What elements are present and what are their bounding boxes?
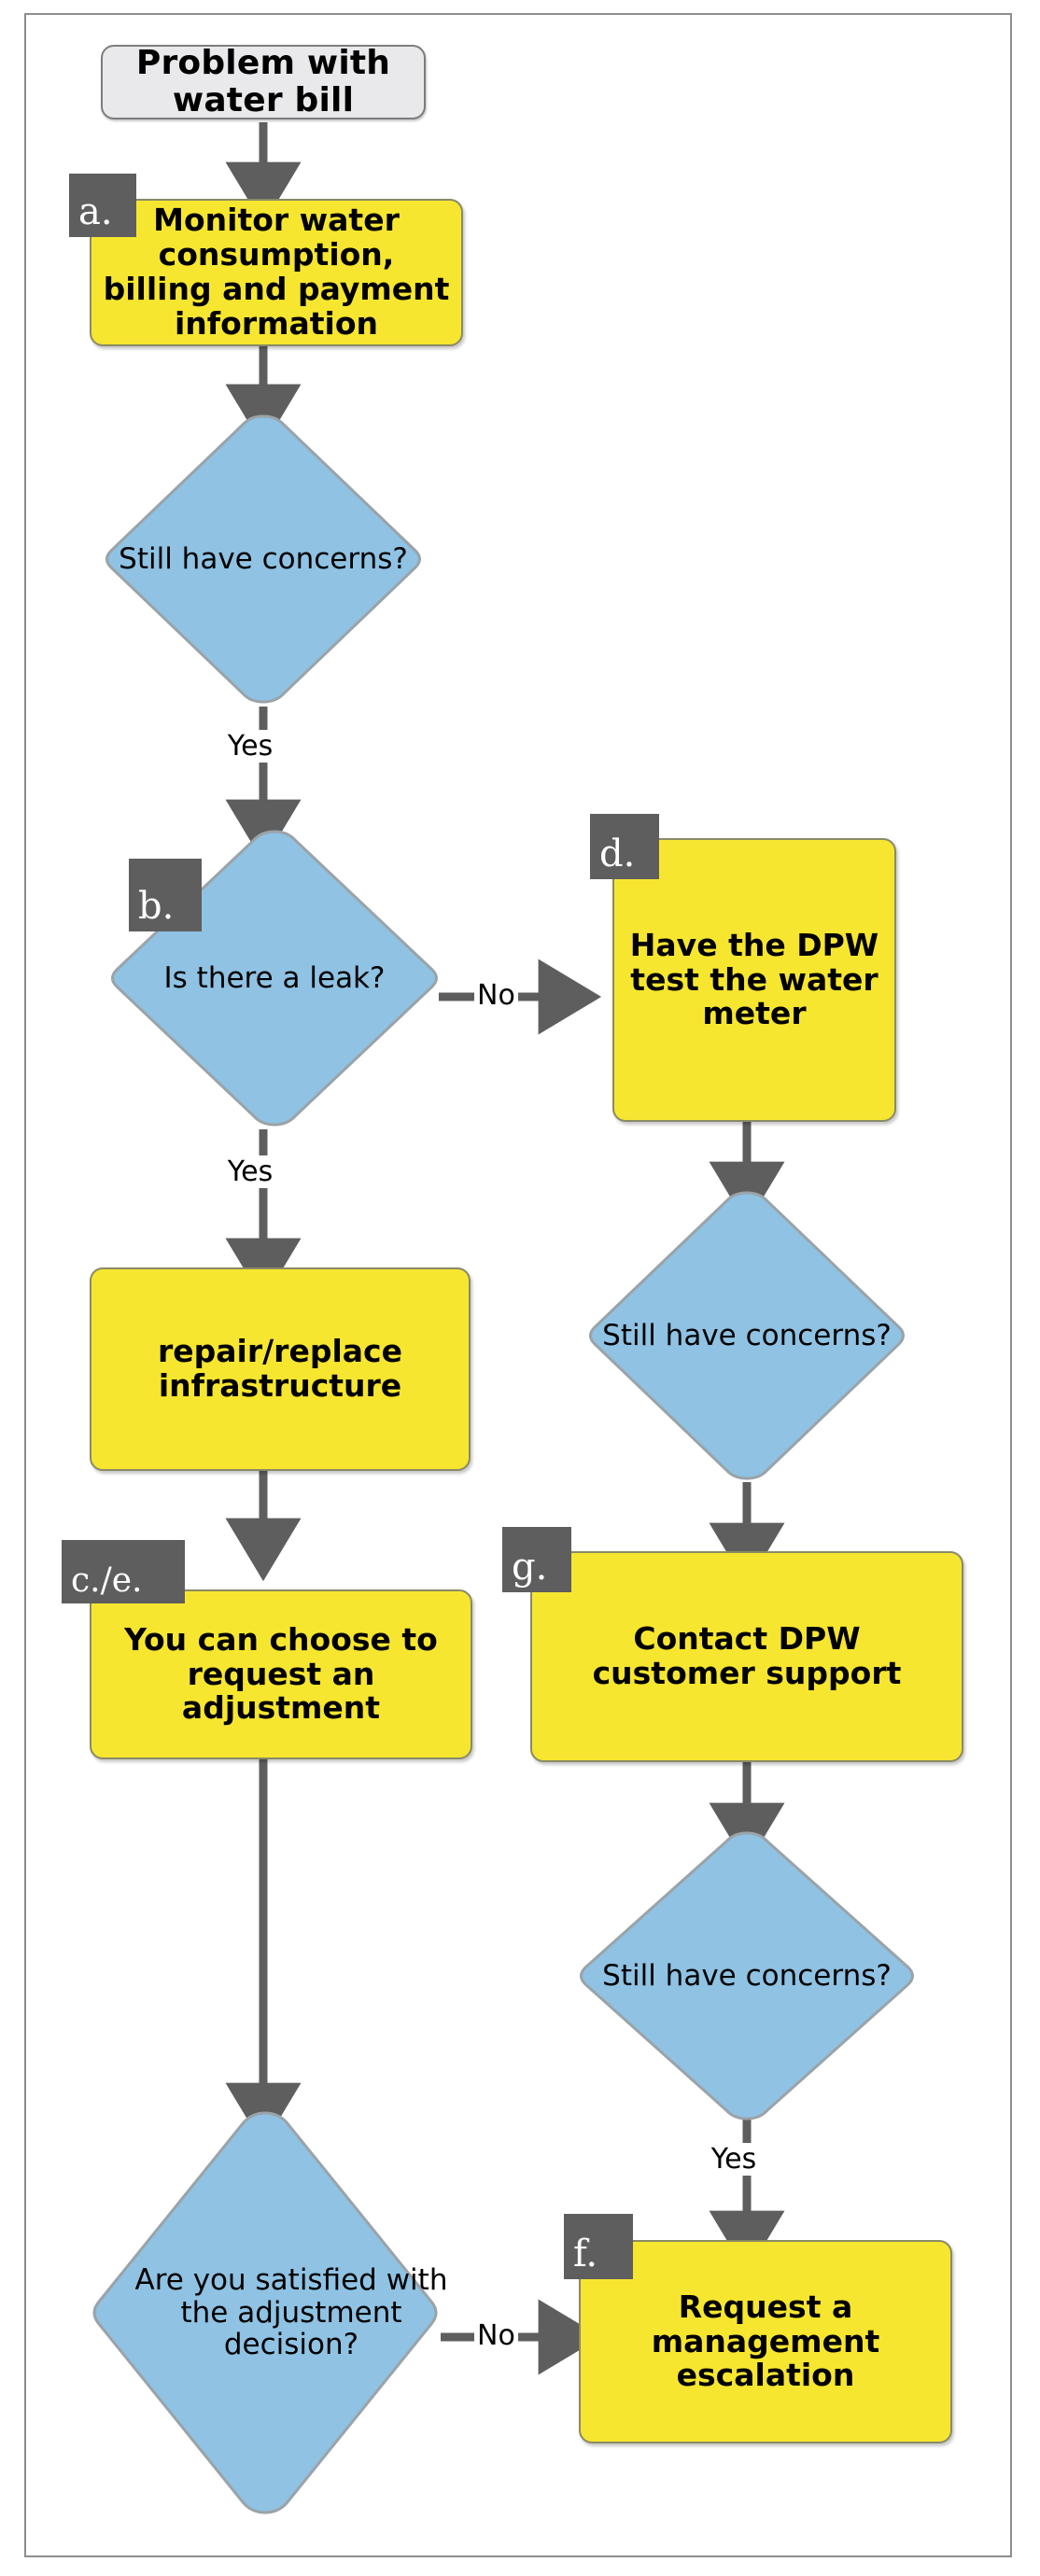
badge-f-label: f. [573, 2233, 598, 2275]
badge-a: a. [69, 174, 136, 237]
diamond-shape [105, 414, 421, 704]
badge-ce: c./e. [62, 1540, 185, 1603]
badge-d: d. [590, 814, 659, 879]
badge-d-label: d. [599, 833, 636, 875]
badge-b-label: b. [138, 885, 175, 928]
badge-g: g. [502, 1527, 571, 1592]
edge-label-no-1: No [474, 979, 518, 1012]
node-decision-3-label: Still have concerns? [602, 1958, 892, 1993]
node-start[interactable]: Problem with water bill [101, 43, 426, 119]
node-decision-still-have-concerns-3[interactable]: Still have concerns? [577, 1827, 917, 2124]
edge-label-yes-3: Yes [708, 2143, 760, 2176]
node-decision-still-have-concerns-2[interactable]: Still have concerns? [586, 1187, 907, 1484]
node-f[interactable]: Request a management escalation [579, 2240, 952, 2443]
node-repair-label: repair/replace infrastructure [158, 1333, 402, 1404]
node-decision-2-label: Still have concerns? [602, 1318, 892, 1352]
badge-g-label: g. [512, 1546, 548, 1589]
node-decision-1-label: Still have concerns? [119, 541, 408, 576]
diamond-shape [580, 1831, 914, 2121]
edge-label-yes-2: Yes [224, 1155, 276, 1188]
node-a[interactable]: Monitor water consumption, billing and p… [90, 199, 463, 346]
node-ce-label: You can choose to request an adjustment [124, 1620, 438, 1727]
badge-a-label: a. [78, 190, 113, 233]
node-decision-satisfied-label: Are you satisfied with the adjustment de… [134, 2262, 448, 2362]
badge-b: b. [129, 859, 202, 931]
diamond-shape [589, 1191, 905, 1480]
node-f-label: Request a management escalation [651, 2288, 880, 2394]
node-decision-leak-label: Is there a leak? [163, 960, 386, 995]
node-g[interactable]: Contact DPW customer support [530, 1551, 963, 1762]
edge-label-no-2: No [474, 2319, 518, 2352]
node-decision-satisfied[interactable]: Are you satisfied with the adjustment de… [90, 2107, 447, 2518]
diamond-shape [92, 2111, 438, 2514]
node-start-label: Problem with water bill [135, 43, 391, 119]
node-a-label: Monitor water consumption, billing and p… [103, 202, 450, 342]
badge-f: f. [564, 2214, 633, 2279]
node-d-label: Have the DPW test the water meter [629, 926, 879, 1032]
node-repair-infrastructure[interactable]: repair/replace infrastructure [90, 1267, 471, 1471]
node-g-label: Contact DPW customer support [592, 1620, 902, 1691]
node-ce[interactable]: You can choose to request an adjustment [90, 1589, 472, 1759]
node-decision-still-have-concerns-1[interactable]: Still have concerns? [103, 411, 424, 707]
badge-ce-label: c./e. [71, 1561, 143, 1600]
node-d[interactable]: Have the DPW test the water meter [612, 838, 896, 1122]
edge-label-yes-1: Yes [224, 730, 276, 763]
